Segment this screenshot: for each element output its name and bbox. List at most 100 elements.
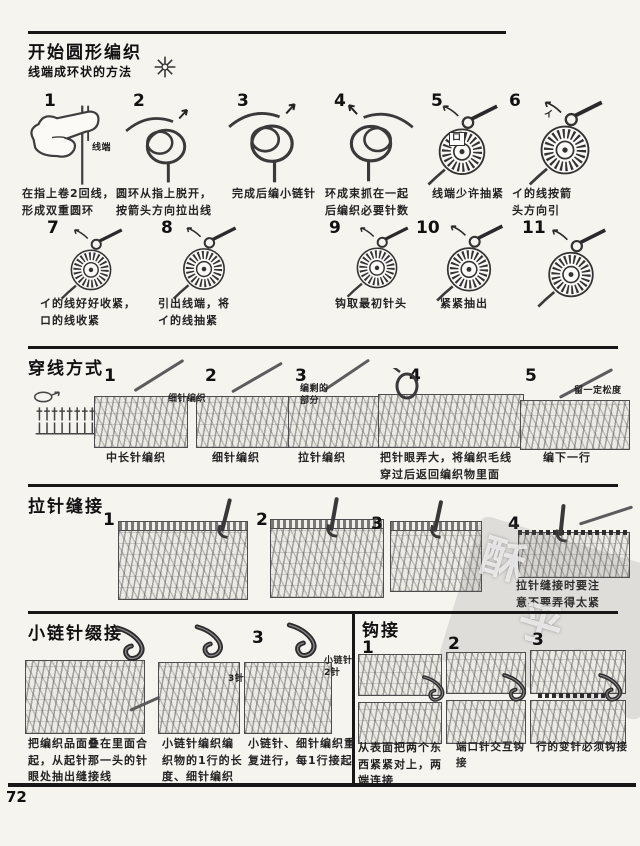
crochet-ring-illustration bbox=[506, 100, 624, 186]
step-number: 3 bbox=[532, 630, 544, 650]
vertical-divider bbox=[352, 611, 355, 785]
step-number: 3 bbox=[237, 91, 249, 111]
step-caption: イ的线按箭 头方向引 bbox=[512, 187, 572, 217]
yarn-loop-illustration bbox=[224, 100, 320, 184]
remaining-part-label: 编剩的 部分 bbox=[300, 384, 329, 406]
step-number: 1 bbox=[104, 366, 116, 386]
top-rule bbox=[28, 31, 506, 34]
step-number: 11 bbox=[522, 218, 546, 238]
step-number: 1 bbox=[362, 638, 374, 658]
chain-two-label: 小链针 2针 bbox=[324, 656, 353, 678]
section-divider bbox=[28, 346, 618, 349]
snowflake-doodle-icon bbox=[152, 54, 178, 80]
step-caption: 细针编织 bbox=[212, 451, 260, 464]
yarn-loop-illustration bbox=[326, 100, 416, 184]
step-caption: 中长针编织 bbox=[106, 451, 166, 464]
swatch-illustration bbox=[270, 519, 384, 598]
step-caption: 小链针编织编 织物的1行的长 度、细针编织 bbox=[162, 737, 243, 783]
step-number: 1 bbox=[103, 510, 115, 530]
step-number: 4 bbox=[508, 514, 520, 534]
section-divider bbox=[28, 611, 618, 614]
swatch-illustration bbox=[288, 396, 380, 448]
crochet-hook-icon bbox=[284, 620, 324, 662]
swatch-illustration bbox=[446, 700, 526, 744]
crochet-hook-icon bbox=[219, 498, 233, 532]
crochet-ring-illustration bbox=[152, 226, 256, 300]
step-caption: 紧紧抽出 bbox=[440, 297, 488, 310]
swatch-illustration bbox=[158, 662, 240, 734]
swatch-illustration bbox=[378, 394, 524, 448]
crochet-ring-illustration bbox=[420, 224, 518, 302]
i-marker-label: イ bbox=[544, 110, 554, 120]
swatch-illustration bbox=[244, 662, 332, 734]
section3-title: 拉针缝接 bbox=[28, 497, 104, 517]
swatch-illustration bbox=[446, 652, 526, 694]
crochet-hook-icon bbox=[231, 361, 283, 394]
page-number: 72 bbox=[6, 788, 27, 806]
step-caption: 编下一行 bbox=[543, 451, 591, 464]
step-number: 2 bbox=[205, 366, 217, 386]
swatch-illustration bbox=[390, 521, 482, 592]
step-number: 4 bbox=[334, 91, 346, 111]
step-caption: 端口针交互钩接 bbox=[456, 741, 525, 769]
crochet-hook-icon bbox=[112, 624, 152, 664]
crochet-ring-illustration bbox=[330, 226, 424, 298]
step-caption: 把针眼弄大，将编织毛线 穿过后返回编织物里面 bbox=[380, 451, 512, 481]
crochet-hook-icon bbox=[192, 622, 230, 662]
looseness-label: 留一定松度 bbox=[574, 386, 622, 396]
yarn-loop-illustration bbox=[118, 106, 214, 184]
yarn-loop-illustration bbox=[390, 368, 424, 400]
step-number: 2 bbox=[256, 510, 268, 530]
step-caption: 引出线端，将 イ的线抽紧 bbox=[158, 297, 230, 327]
yarn-needle-icon bbox=[578, 505, 634, 526]
step-number: 3 bbox=[252, 628, 264, 648]
step-number: 2 bbox=[133, 91, 145, 111]
crochet-hook-icon bbox=[133, 358, 185, 393]
swatch-illustration bbox=[196, 396, 292, 448]
three-stitch-label: 3针 bbox=[228, 674, 245, 684]
step-caption: 小链针、细针编织重 复进行，每1行接起 bbox=[248, 737, 356, 767]
section1-subtitle: 线端成环状的方法 bbox=[28, 65, 133, 79]
swatch-illustration bbox=[530, 700, 626, 744]
step-number: 5 bbox=[431, 91, 443, 111]
swatch-illustration bbox=[94, 396, 188, 448]
step-number: 9 bbox=[329, 218, 341, 238]
step-caption: 完成后编小链针 bbox=[232, 187, 316, 200]
step-caption: 钩取最初针头 bbox=[335, 297, 407, 310]
swatch-illustration bbox=[358, 702, 442, 744]
bottom-rule bbox=[8, 783, 636, 787]
step-number: 3 bbox=[295, 366, 307, 386]
swatch-illustration bbox=[520, 400, 630, 450]
step-number: 7 bbox=[47, 218, 59, 238]
step-number: 6 bbox=[509, 91, 521, 111]
step-number: 2 bbox=[448, 634, 460, 654]
ro-marker-label: ロ bbox=[449, 132, 465, 146]
swatch-illustration bbox=[25, 660, 145, 734]
section-divider bbox=[28, 484, 618, 487]
swatch-illustration bbox=[518, 532, 630, 578]
crochet-hook-icon bbox=[596, 672, 628, 704]
crochet-hook-icon bbox=[500, 672, 532, 704]
step-caption: 环成束抓在一起 后编织必要针数 bbox=[325, 187, 409, 217]
crochet-hook-icon bbox=[558, 503, 566, 537]
section4-title: 小链针缀接 bbox=[28, 624, 123, 644]
section5-title: 钩接 bbox=[362, 621, 400, 641]
crochet-hook-icon bbox=[432, 499, 444, 533]
step-caption: 拉针缝接时要注 意不要弄得太紧 bbox=[516, 579, 600, 609]
section2-title: 穿线方式 bbox=[28, 359, 104, 379]
step-caption: 拉针编织 bbox=[298, 451, 346, 464]
step-number: 5 bbox=[525, 366, 537, 386]
step-caption: 把编织品面叠在里面合 起，从起针那一头的针 眼处抽出缝接线 bbox=[28, 737, 148, 783]
slip-stitch-seam bbox=[518, 530, 628, 535]
crochet-chart-symbol bbox=[30, 388, 98, 438]
step-number: 8 bbox=[161, 218, 173, 238]
thread-end-label: 线端 bbox=[92, 143, 112, 153]
swatch-illustration bbox=[118, 521, 248, 600]
watermark-glyph: 酥 bbox=[474, 530, 532, 592]
fine-stitch-label: 细针编织 bbox=[168, 394, 207, 404]
step-caption: 圆环从指上脱开， 按箭头方向拉出线 bbox=[116, 187, 212, 217]
step-caption: イ的线好好收紧， ロ的线收紧 bbox=[40, 297, 136, 327]
step-caption: 在指上卷2回线， 形成双重圆环 bbox=[22, 187, 115, 217]
section1-title: 开始圆形编织 bbox=[28, 43, 142, 63]
